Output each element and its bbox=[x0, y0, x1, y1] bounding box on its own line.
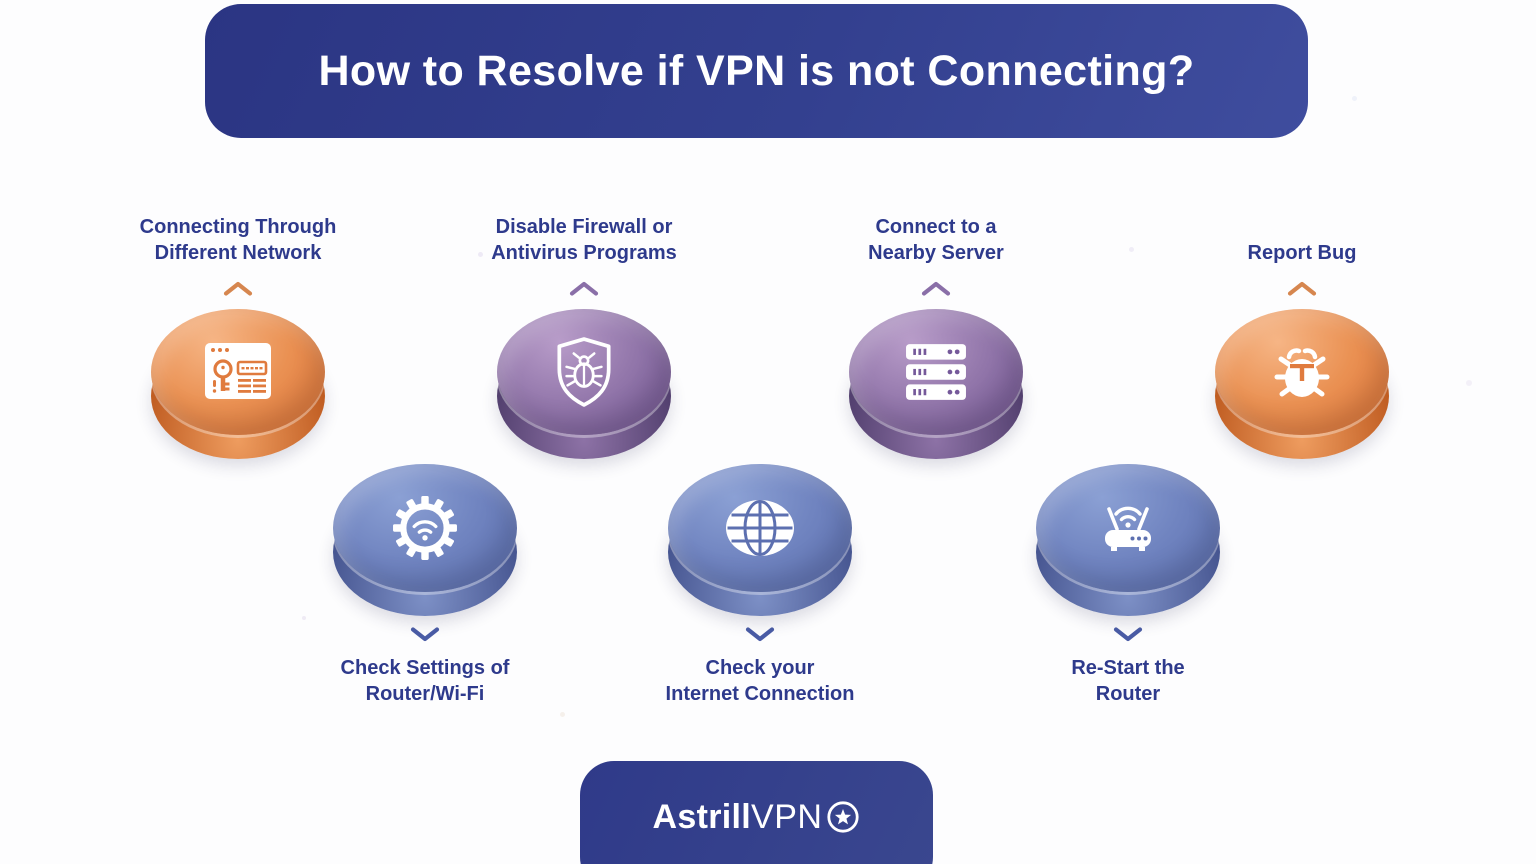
disc-face bbox=[668, 464, 852, 592]
step-connect-nearby-server: Connect to a Nearby Server bbox=[786, 212, 1086, 459]
disc bbox=[333, 464, 517, 616]
shield-bug-icon bbox=[557, 337, 611, 407]
brand-name-light: VPN bbox=[751, 797, 823, 836]
speckle bbox=[1466, 380, 1472, 386]
disc-face bbox=[1036, 464, 1220, 592]
chevron-up-icon bbox=[921, 281, 951, 296]
browser-key-icon bbox=[205, 343, 271, 399]
star-circle-icon bbox=[827, 801, 860, 833]
gear-wifi-icon bbox=[393, 496, 457, 560]
speckle bbox=[302, 616, 306, 620]
step-label: Connect to a Nearby Server bbox=[868, 216, 1004, 264]
disc-face bbox=[849, 309, 1023, 435]
server-icon bbox=[906, 344, 966, 400]
chevron-down-icon bbox=[1113, 627, 1143, 642]
brand-name-bold: Astrill bbox=[652, 797, 752, 836]
speckle bbox=[1352, 96, 1357, 101]
disc-face bbox=[497, 309, 671, 435]
disc-face bbox=[151, 309, 325, 435]
step-check-router-settings: Check Settings of Router/Wi-Fi bbox=[275, 464, 575, 707]
step-label: Check your Internet Connection bbox=[665, 657, 855, 705]
bug-icon bbox=[1274, 348, 1330, 397]
step-label: Connecting Through Different Network bbox=[139, 216, 337, 264]
disc bbox=[849, 309, 1023, 459]
step-check-internet-connection: Check your Internet Connection bbox=[610, 464, 910, 707]
chevron-down-icon bbox=[745, 627, 775, 642]
header-banner: How to Resolve if VPN is not Connecting? bbox=[205, 4, 1308, 138]
step-report-bug: Report Bug bbox=[1152, 212, 1452, 459]
chevron-up-icon bbox=[569, 281, 599, 296]
step-disable-firewall-antivirus: Disable Firewall or Antivirus Programs bbox=[434, 212, 734, 459]
disc-face bbox=[1215, 309, 1389, 435]
page-title: How to Resolve if VPN is not Connecting? bbox=[318, 46, 1195, 95]
step-restart-router: Re-Start the Router bbox=[978, 464, 1278, 707]
step-label: Check Settings of Router/Wi-Fi bbox=[340, 657, 510, 705]
step-label: Disable Firewall or Antivirus Programs bbox=[491, 216, 677, 264]
router-icon bbox=[1105, 506, 1151, 551]
globe-icon bbox=[726, 500, 794, 556]
disc bbox=[151, 309, 325, 459]
step-connecting-different-network: Connecting Through Different Network bbox=[88, 212, 388, 459]
disc bbox=[497, 309, 671, 459]
disc bbox=[668, 464, 852, 616]
step-label: Report Bug bbox=[1247, 242, 1357, 264]
disc-face bbox=[333, 464, 517, 592]
disc bbox=[1215, 309, 1389, 459]
speckle bbox=[478, 252, 483, 257]
chevron-up-icon bbox=[223, 281, 253, 296]
step-label: Re-Start the Router bbox=[1071, 657, 1185, 705]
speckle bbox=[1129, 247, 1134, 252]
speckle bbox=[560, 712, 565, 717]
chevron-up-icon bbox=[1287, 281, 1317, 296]
disc bbox=[1036, 464, 1220, 616]
chevron-down-icon bbox=[410, 627, 440, 642]
